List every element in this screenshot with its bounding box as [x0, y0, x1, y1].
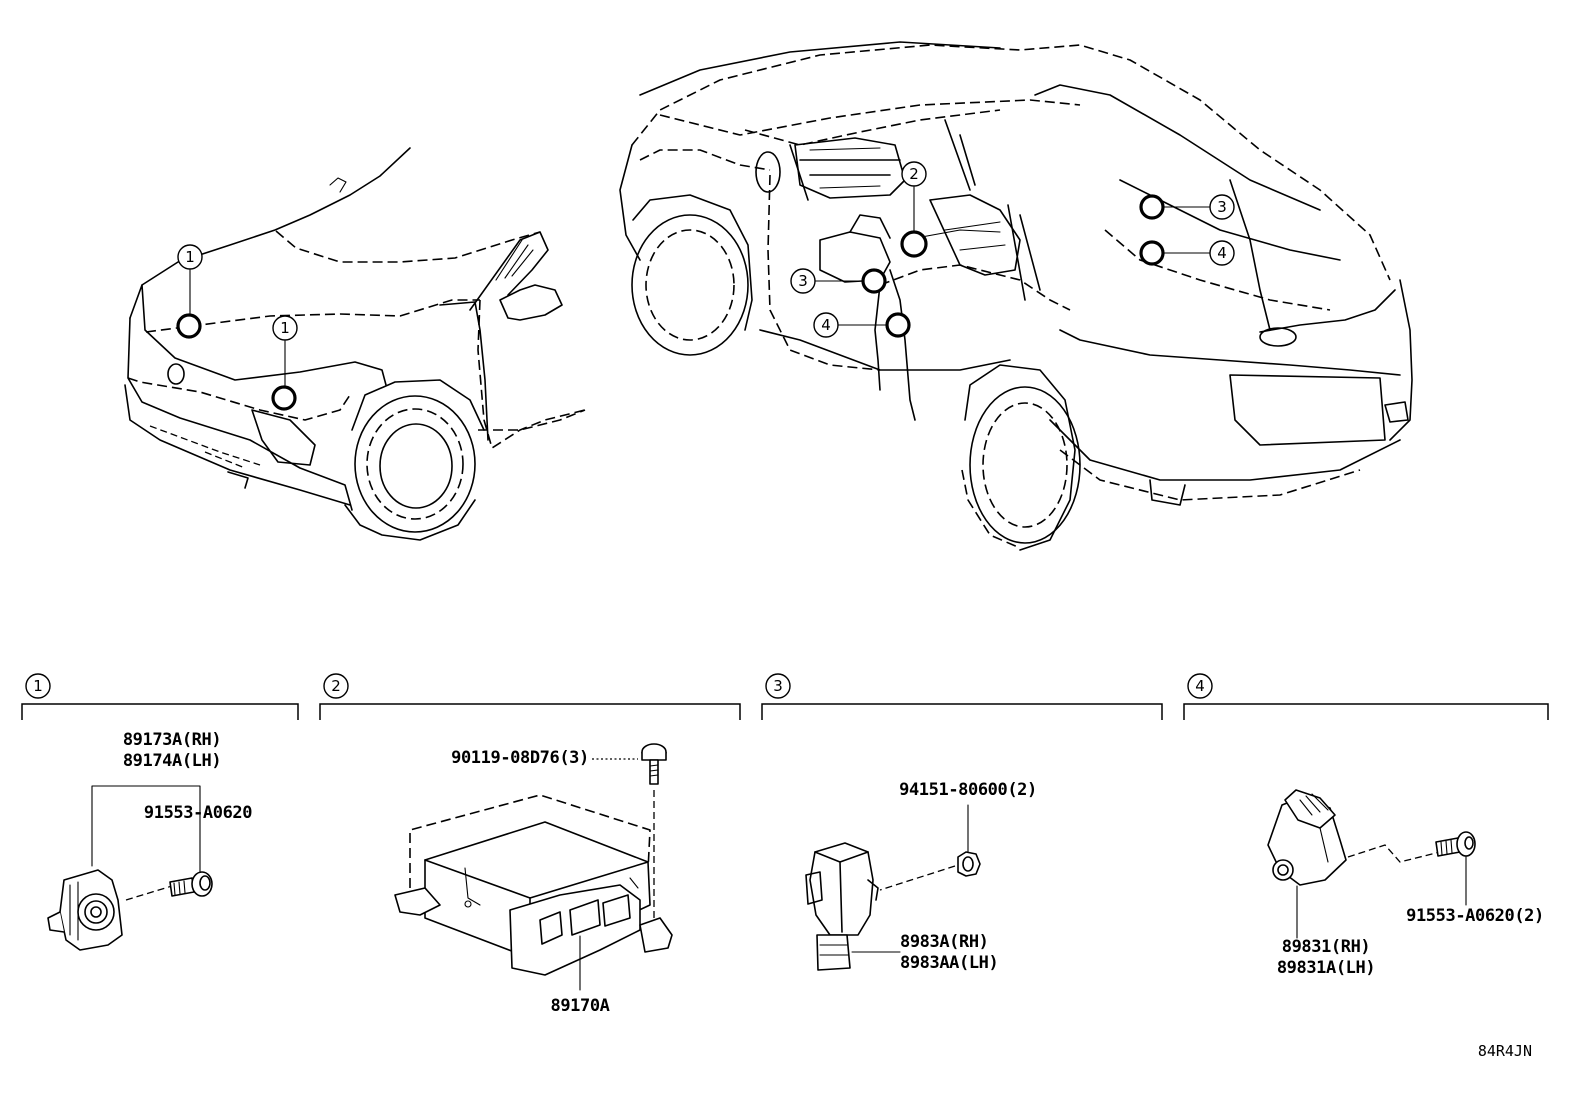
front-vehicle-view: 1 1	[124, 147, 586, 541]
svg-text:1: 1	[33, 677, 43, 695]
group-3-header: 3	[761, 673, 1163, 720]
part-8983AA: 8983AA(LH)	[900, 953, 998, 973]
part-89173A: 89173A(RH)	[123, 730, 221, 750]
side-sensor-location-lower	[885, 312, 911, 338]
group-2-header: 2	[319, 673, 741, 720]
group-4-header: 4	[1183, 673, 1549, 720]
part-94151-80600: 94151-80600(2)	[899, 780, 1037, 800]
group-4-parts: 91553-A0620(2) 89831(RH) 89831A(LH)	[1267, 789, 1544, 978]
callout-rear-3b: 3	[1209, 194, 1235, 220]
callout-front-1a: 1	[177, 244, 203, 270]
svg-text:1: 1	[280, 319, 290, 337]
group-1-header: 1	[21, 673, 299, 720]
svg-text:3: 3	[798, 272, 808, 290]
front-sensor-location-left	[176, 313, 202, 339]
part-89174A: 89174A(LH)	[123, 751, 221, 771]
part-89831A: 89831A(LH)	[1277, 958, 1375, 978]
part-89170A: 89170A	[550, 996, 609, 1016]
callout-rear-3a: 3	[790, 268, 816, 294]
svg-text:1: 1	[185, 248, 195, 266]
part-90119-08D76: 90119-08D76(3)	[451, 748, 589, 768]
part-8983A: 8983A(RH)	[900, 932, 989, 952]
group-1-parts: 89173A(RH) 89174A(LH) 91553-A0620	[47, 730, 253, 951]
figure-reference: 84R4JN	[1478, 1042, 1532, 1060]
group-3-parts: 94151-80600(2) 8983A(RH) 8983AA(LH)	[805, 780, 1037, 973]
svg-text:4: 4	[1195, 677, 1205, 695]
svg-text:4: 4	[1217, 244, 1227, 262]
part-89831: 89831(RH)	[1282, 937, 1371, 957]
airbag-ecu	[394, 821, 673, 976]
bolt-g1	[169, 871, 213, 897]
callout-front-1b: 1	[272, 315, 298, 341]
svg-text:3: 3	[1217, 198, 1227, 216]
part-91553-A0620-2: 91553-A0620(2)	[1406, 906, 1544, 926]
nut-g3	[957, 851, 981, 877]
rear-sensor-location-upper	[1139, 194, 1165, 220]
rear-sensor	[1267, 789, 1347, 886]
side-impact-sensor	[805, 842, 879, 971]
front-impact-sensor	[47, 869, 123, 951]
bolt-g2	[641, 743, 667, 785]
side-sensor-location-front	[861, 268, 887, 294]
front-sensor-location-right	[271, 385, 297, 411]
ecu-location	[900, 230, 928, 258]
svg-text:3: 3	[773, 677, 783, 695]
rear-sensor-location-lower	[1139, 240, 1165, 266]
svg-text:4: 4	[821, 316, 831, 334]
bolt-g4	[1435, 831, 1476, 857]
part-91553-A0620: 91553-A0620	[144, 803, 252, 823]
svg-text:2: 2	[331, 677, 341, 695]
callout-rear-2: 2	[901, 161, 927, 187]
rear-vehicle-view: 2 3 4 3 4	[619, 41, 1413, 551]
svg-text:2: 2	[909, 165, 919, 183]
group-2-parts: 90119-08D76(3) 89170A	[394, 743, 673, 1016]
callout-rear-4a: 4	[813, 312, 839, 338]
callout-rear-4b: 4	[1209, 240, 1235, 266]
